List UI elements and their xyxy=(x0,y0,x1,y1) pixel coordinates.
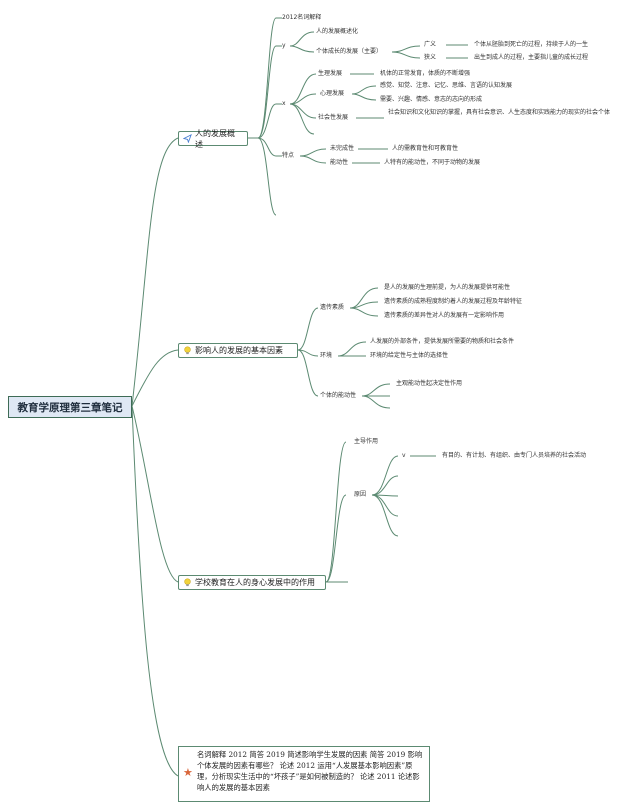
node-incompleteness-desc[interactable]: 人的需教育性和可教育性 xyxy=(392,145,459,152)
node-individual-initiative-1[interactable]: 主观能动性起决定性作用 xyxy=(396,380,463,387)
node-social-desc[interactable]: 社会知识和文化知识的掌握，具有社会意识、人生态度和实践能力的现实的社会个体 xyxy=(388,109,611,116)
node-incompleteness[interactable]: 未完成性 xyxy=(330,145,355,152)
node-x[interactable]: x xyxy=(282,100,286,107)
exam-note-text: 名词解释 2012 简答 2019 简述影响学生发展的因素 简答 2019 影响… xyxy=(197,750,423,792)
light-bulb-icon xyxy=(183,346,192,355)
node-physiological-desc[interactable]: 机体的正常发育，体质的不断增强 xyxy=(380,70,471,77)
topic-label: 学校教育在人的身心发展中的作用 xyxy=(195,578,315,587)
node-social[interactable]: 社会性发展 xyxy=(318,114,349,121)
node-environment-1[interactable]: 人发展的外部条件，提供发展所需要的物质和社会条件 xyxy=(370,338,515,345)
topic-basic-factors[interactable]: 影响人的发展的基本因素 xyxy=(178,343,298,358)
node-psychological[interactable]: 心理发展 xyxy=(320,90,345,97)
node-initiative-desc[interactable]: 人特有的能动性，不同于动物的发展 xyxy=(384,159,481,166)
star-icon: ★ xyxy=(183,766,193,779)
node-narrow-sense[interactable]: 狭义 xyxy=(424,54,437,61)
node-concept[interactable]: 人的发展概述化 xyxy=(316,28,359,35)
topic-school-education-role[interactable]: 学校教育在人的身心发展中的作用 xyxy=(178,575,326,590)
node-individual-initiative[interactable]: 个体的能动性 xyxy=(320,392,357,399)
node-psychological-desc-1[interactable]: 感觉、知觉、注意、记忆、思维、言语的认知发展 xyxy=(380,82,513,89)
root-topic[interactable]: 教育学原理第三章笔记 xyxy=(8,396,132,418)
node-narrow-sense-desc[interactable]: 出生到成人的过程，主要指儿童的成长过程 xyxy=(474,54,589,61)
topic-label: 影响人的发展的基本因素 xyxy=(195,346,283,355)
node-broad-sense[interactable]: 广义 xyxy=(424,41,437,48)
node-heredity[interactable]: 遗传素质 xyxy=(320,304,345,311)
node-characteristics[interactable]: 特点 xyxy=(282,152,295,159)
node-broad-sense-desc[interactable]: 个体从胚胎到死亡的过程，持续于人的一生 xyxy=(474,41,589,48)
node-individual-growth[interactable]: 个体成长的发展（主要） xyxy=(316,48,383,55)
light-bulb-icon xyxy=(183,578,192,587)
node-reasons[interactable]: 原因 xyxy=(354,491,367,498)
exam-note-topic[interactable]: ★ 名词解释 2012 简答 2019 简述影响学生发展的因素 简答 2019 … xyxy=(178,746,430,802)
node-environment-2[interactable]: 环境的给定性与主体的选择性 xyxy=(370,352,449,359)
node-v[interactable]: v xyxy=(402,452,406,459)
node-environment[interactable]: 环境 xyxy=(320,352,333,359)
node-v-desc[interactable]: 有目的、有计划、有组织、由专门人员培养的社会活动 xyxy=(442,452,587,459)
node-leading-role[interactable]: 主导作用 xyxy=(354,438,379,445)
node-initiative[interactable]: 能动性 xyxy=(330,159,349,166)
node-heredity-1[interactable]: 是人的发展的生理前提，为人的发展提供可能性 xyxy=(384,284,511,291)
topic-human-development-overview[interactable]: 人的发展概述 xyxy=(178,129,248,149)
node-y[interactable]: y xyxy=(282,42,286,49)
node-physiological[interactable]: 生理发展 xyxy=(318,70,343,77)
paper-plane-icon xyxy=(182,133,192,144)
node-heredity-2[interactable]: 遗传素质的成熟程度制约着人的发展过程及年龄特征 xyxy=(384,298,523,305)
node-heredity-3[interactable]: 遗传素质的差异性对人的发展有一定影响作用 xyxy=(384,312,505,319)
topic-label: 人的发展概述 xyxy=(195,128,235,149)
node-2012-term[interactable]: 2012名词解释 xyxy=(282,14,322,21)
node-psychological-desc-2[interactable]: 需要、兴趣、情感、意志的志向的形成 xyxy=(380,96,483,103)
